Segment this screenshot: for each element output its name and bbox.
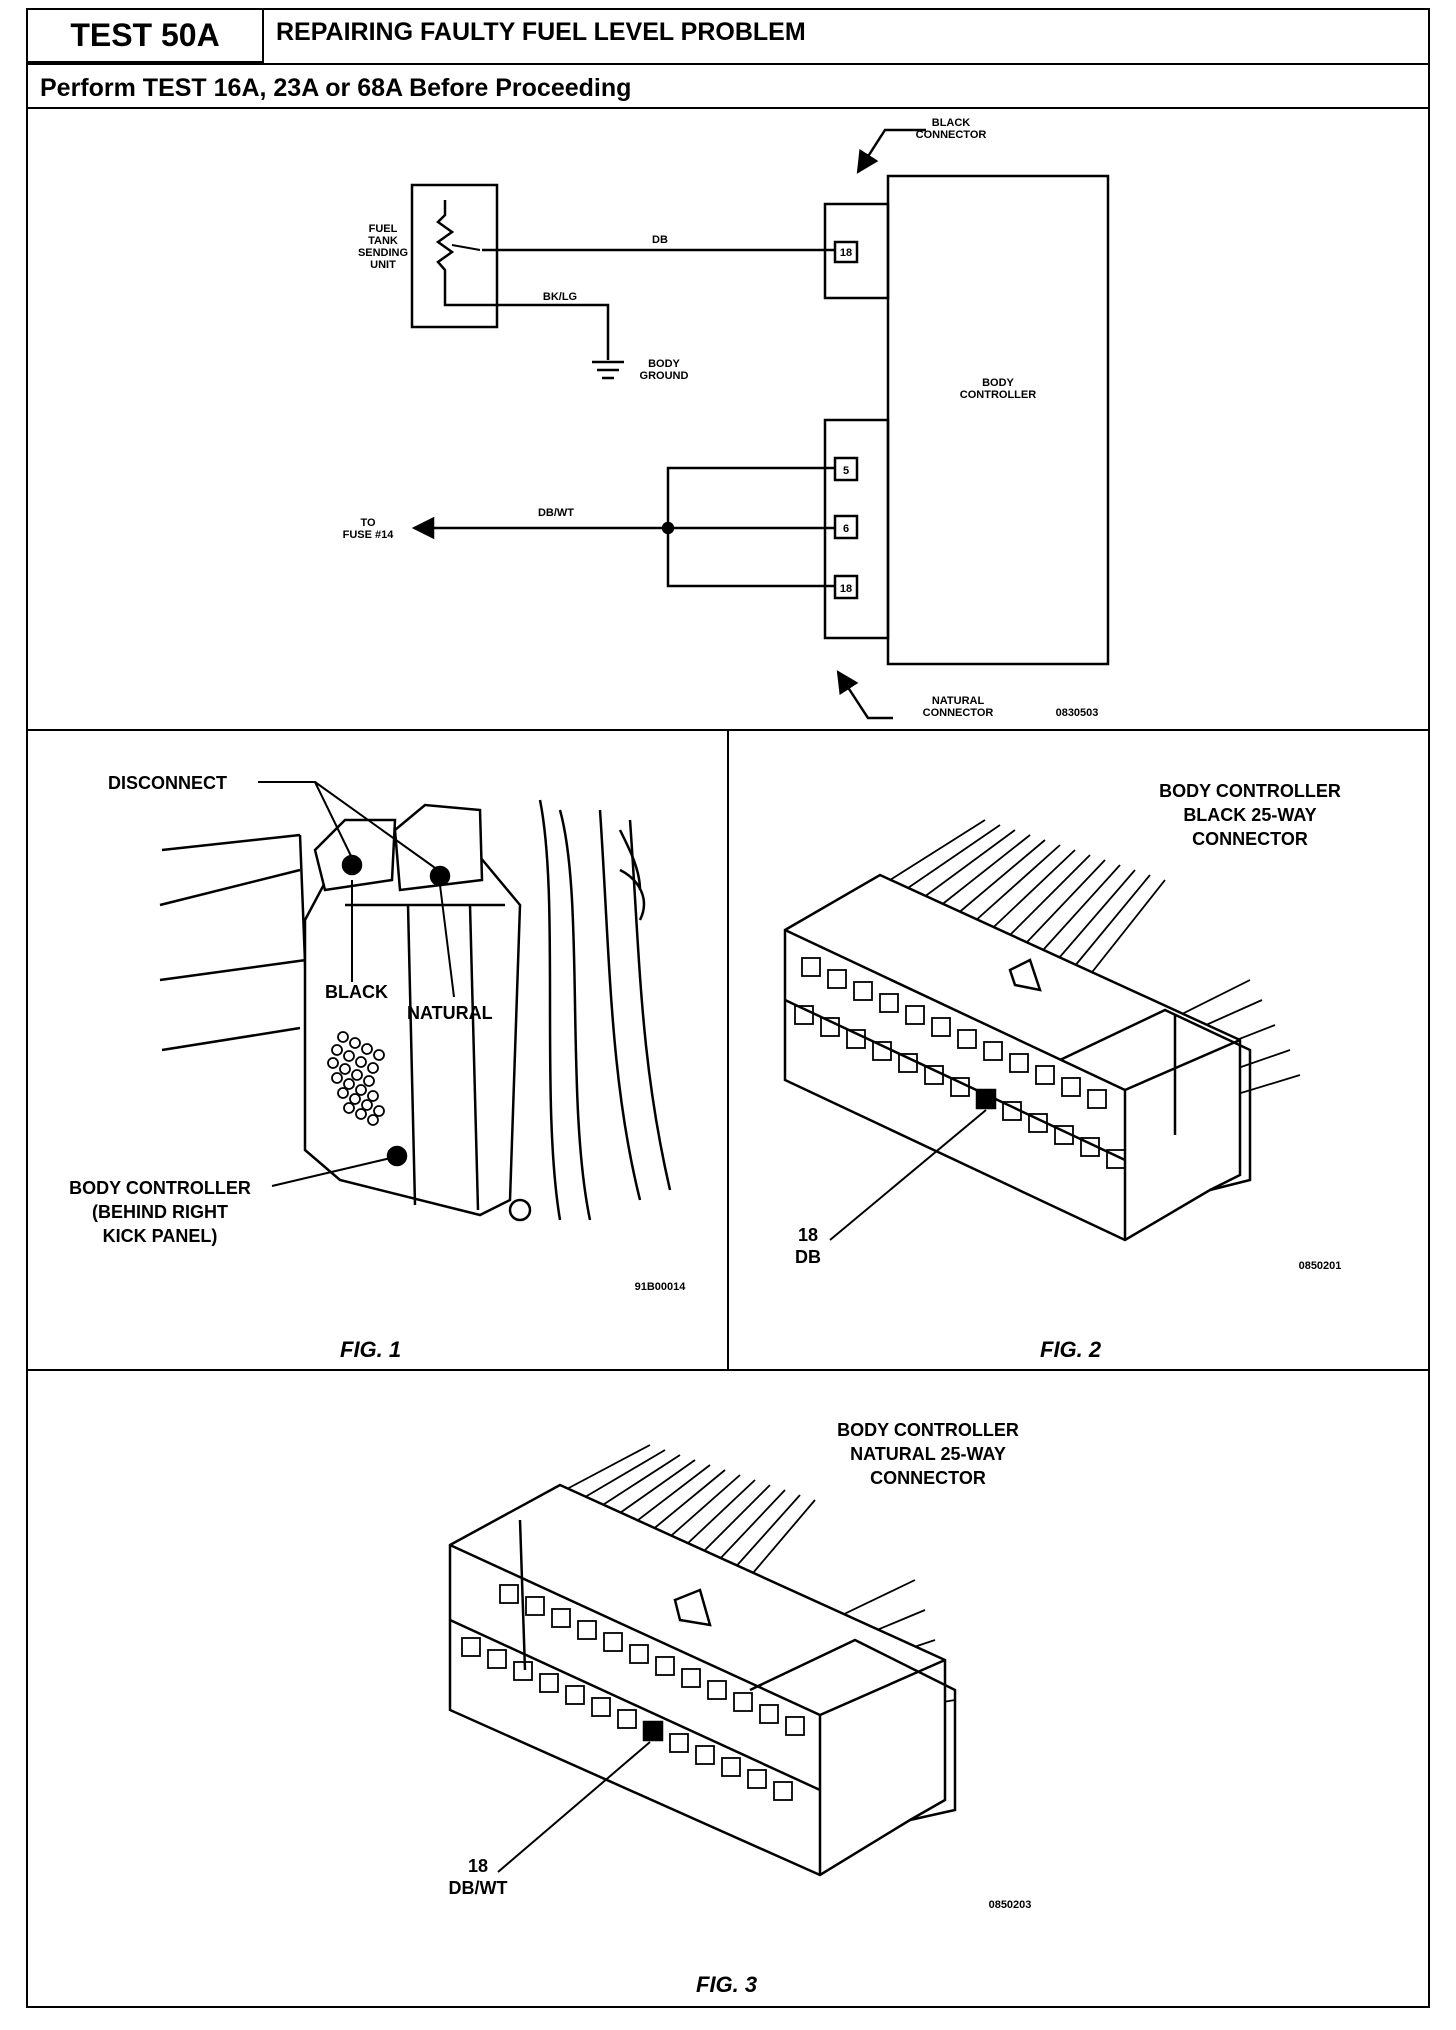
page-title: REPAIRING FAULTY FUEL LEVEL PROBLEM — [276, 18, 806, 46]
black-connector-plug — [313, 818, 397, 892]
fig3-connector — [448, 1444, 957, 1877]
body-controller — [886, 174, 1110, 666]
figure-code: 0830503 — [1056, 707, 1099, 719]
black-connector-arrow — [856, 128, 926, 174]
page-frame — [26, 8, 1430, 2008]
pin-label: 18 — [840, 247, 852, 259]
natural-label: NATURAL — [407, 1003, 493, 1023]
natural-connector-arrow — [836, 670, 893, 720]
pin-18 — [975, 1088, 997, 1110]
fig2-caption: FIG. 2 — [1040, 1337, 1102, 1362]
fig1-illustration — [159, 781, 672, 1222]
body-controller-module — [303, 843, 522, 1217]
wire-dbwt-label: DB/WT — [538, 507, 574, 519]
pin-label: 5 — [843, 465, 849, 477]
natural-connector-plug — [393, 803, 484, 892]
fuel-sending-unit — [410, 183, 499, 329]
pin-18 — [642, 1720, 664, 1742]
test-id: TEST 50A — [28, 10, 264, 63]
pin-18-leader — [829, 1109, 987, 1241]
schematic — [410, 128, 1110, 720]
pin-18-leader — [497, 1741, 651, 1873]
wire-bklg — [484, 303, 610, 360]
connector-housing — [783, 873, 1242, 1242]
pin-18-black — [833, 240, 859, 264]
disconnect-label: DISCONNECT — [108, 773, 227, 793]
pin-label: 6 — [843, 523, 849, 535]
wire-db-label: DB — [652, 234, 668, 246]
divider — [28, 63, 1428, 65]
splice-dot — [661, 521, 675, 535]
divider — [28, 107, 1428, 109]
pin-label: 18 — [840, 583, 852, 595]
body-controller-leader — [271, 1156, 396, 1187]
page-subtitle: Perform TEST 16A, 23A or 68A Before Proc… — [40, 74, 632, 102]
resistor-symbol — [435, 200, 484, 307]
natural-leader — [439, 884, 455, 998]
ground-symbol — [592, 360, 624, 380]
wire-dbwt-splice — [666, 466, 835, 588]
fig1-caption: FIG. 1 — [340, 1337, 402, 1362]
fig2-connector — [783, 819, 1301, 1242]
black-label: BLACK — [325, 982, 388, 1002]
fig3-caption: FIG. 3 — [696, 1972, 758, 1997]
wire-bklg-label: BK/LG — [543, 291, 577, 303]
disconnect-leader — [258, 781, 439, 871]
figure-code: 91B00014 — [635, 1281, 687, 1293]
figure-code: 0850203 — [989, 1899, 1032, 1911]
figure-code: 0850201 — [1299, 1260, 1342, 1272]
